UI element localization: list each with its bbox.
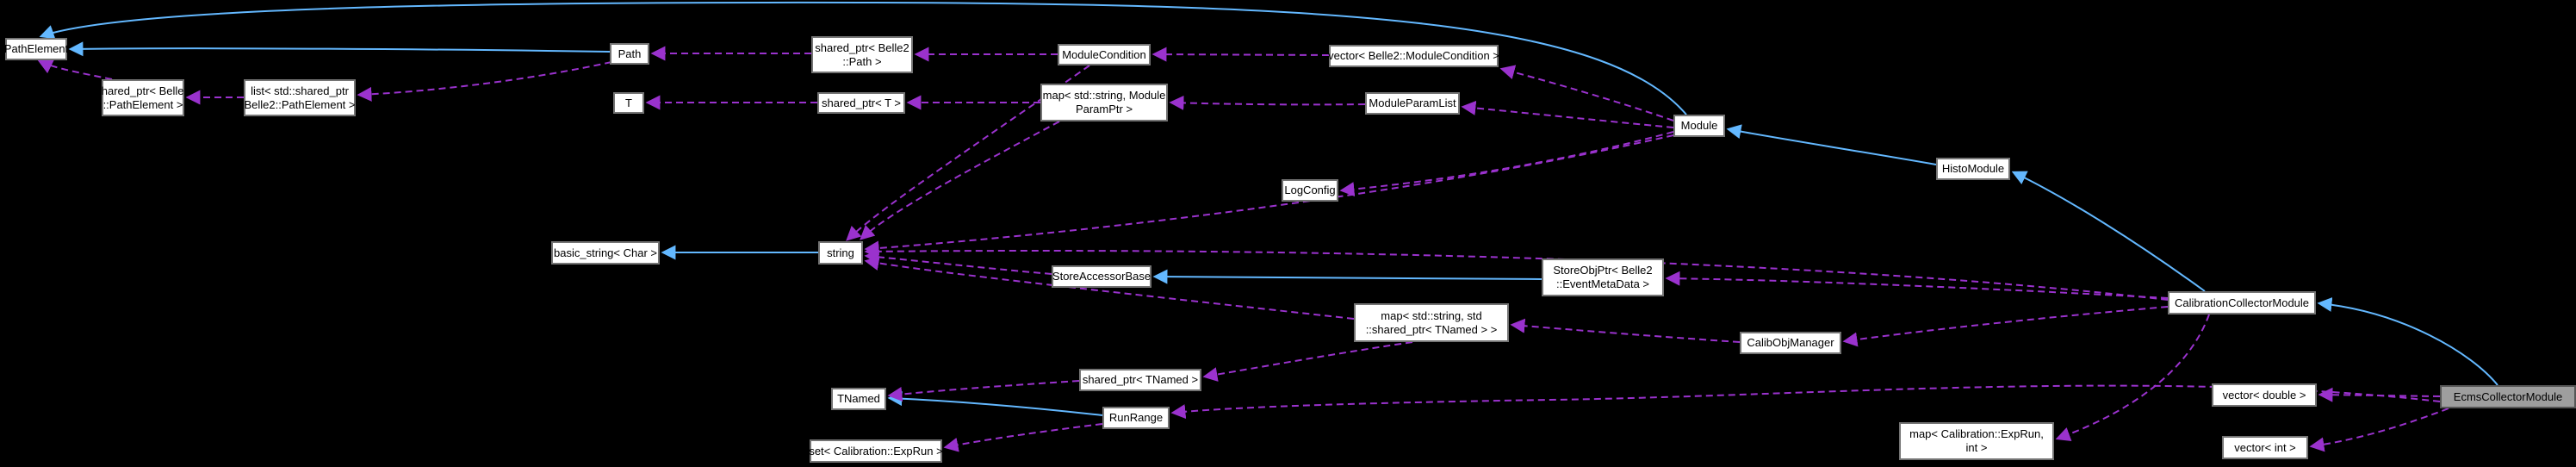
class-node-label: shared_ptr< TNamed > (1082, 373, 1199, 387)
class-node-string[interactable]: string (818, 241, 863, 265)
class-node-label: ::EventMetaData > (1555, 277, 1650, 290)
class-node-label: TNamed (837, 392, 880, 406)
class-node-store-obj-ptr[interactable]: StoreObjPtr< Belle2::EventMetaData > (1542, 258, 1664, 296)
class-node-label: list< std::shared_ptr (251, 84, 349, 97)
class-node-label: HistoModule (1941, 162, 2005, 176)
class-node-module-param-list[interactable]: ModuleParamList (1365, 92, 1460, 115)
class-node-label: Module (1680, 119, 1718, 133)
edge-ecms-collector-module-to-run-range (1170, 384, 2441, 420)
class-node-label: EcmsCollectorModule (2453, 389, 2563, 403)
class-node-label: ::shared_ptr< TNamed > > (1365, 322, 1498, 336)
class-node-path-element[interactable]: PathElement (3, 38, 69, 60)
edge-path-to-list-shared-ptr (357, 61, 612, 102)
class-node-path[interactable]: Path (610, 43, 649, 65)
edge-store-accessor-base-to-string (864, 249, 1052, 275)
class-node-label: set< Calibration::ExpRun > (809, 444, 943, 458)
edge-calibration-collector-module-to-histo-module (2011, 171, 2206, 292)
edge-group (37, 1, 2498, 452)
class-node-label: map< Calibration::ExpRun, (1909, 427, 2044, 441)
class-node-label: map< std::string, std (1381, 308, 1482, 322)
class-node-calib-obj-manager[interactable]: CalibObjManager (1740, 332, 1841, 354)
class-node-label: CalibObjManager (1747, 336, 1834, 350)
edge-path-to-path-element (68, 41, 611, 57)
class-node-label: CalibrationCollectorModule (2174, 296, 2310, 309)
class-node-vector-module-condition[interactable]: vector< Belle2::ModuleCondition > (1328, 45, 1499, 67)
class-node-label: RunRange (1108, 411, 1164, 425)
class-node-label: < Belle2::PathElement > > (234, 97, 365, 111)
edge-module-param-list-to-map-module-param-ptr (1169, 95, 1366, 110)
class-node-basic-string[interactable]: basic_string< Char > (551, 241, 660, 265)
class-node-module[interactable]: Module (1673, 115, 1725, 137)
class-node-label: LogConfig (1284, 184, 1336, 197)
edge-ecms-collector-module-to-vector-double (2318, 387, 2441, 402)
class-node-list-shared-ptr[interactable]: list< std::shared_ptr< Belle2::PathEleme… (234, 79, 365, 116)
edge-module-to-string (864, 134, 1674, 256)
class-node-label: ::Path > (842, 54, 882, 68)
class-node-ecms-collector-module: EcmsCollectorModule (2440, 385, 2576, 408)
edge-histo-module-to-module (1726, 124, 1937, 165)
class-node-vector-int[interactable]: vector< int > (2222, 436, 2308, 459)
edge-store-obj-ptr-to-store-accessor-base (1152, 269, 1542, 284)
class-node-run-range[interactable]: RunRange (1102, 407, 1170, 429)
class-node-label: T (625, 96, 632, 109)
class-node-label: StoreAccessorBase (1052, 270, 1151, 283)
class-node-tnamed[interactable]: TNamed (831, 388, 886, 410)
edge-map-shared-ptr-tnamed-to-shared-ptr-tnamed (1202, 341, 1413, 382)
class-node-t[interactable]: T (613, 92, 644, 114)
class-node-label: vector< Belle2::ModuleCondition > (1328, 49, 1499, 63)
class-node-label: ParamPtr > (1075, 103, 1133, 115)
edge-map-module-param-ptr-to-string (860, 121, 1060, 240)
class-node-label: basic_string< Char > (554, 246, 657, 259)
edge-module-to-path-element (39, 1, 1687, 115)
class-node-shared-ptr-path-element[interactable]: shared_ptr< Belle2::PathElement > (96, 79, 190, 116)
edge-map-shared-ptr-tnamed-to-string (864, 256, 1355, 320)
class-node-label: vector< double > (2222, 388, 2306, 402)
class-node-module-condition[interactable]: ModuleCondition (1058, 44, 1151, 65)
class-node-vector-double[interactable]: vector< double > (2212, 383, 2317, 407)
class-node-shared-ptr-tnamed[interactable]: shared_ptr< TNamed > (1079, 369, 1201, 391)
class-node-label: ::PathElement > (102, 97, 183, 111)
class-node-label: int > (1965, 441, 1988, 454)
class-node-label: vector< int > (2234, 440, 2296, 454)
class-node-log-config[interactable]: LogConfig (1282, 179, 1338, 202)
edge-module-to-log-config (1339, 131, 1674, 197)
edge-ecms-collector-module-to-calibration-collector-module (2317, 297, 2498, 386)
edge-calib-obj-manager-to-map-shared-ptr-tnamed (1510, 318, 1741, 343)
edge-shared-ptr-path-element-to-path-element (37, 59, 113, 80)
class-node-label: PathElement (3, 42, 69, 56)
class-node-set-exp-run[interactable]: set< Calibration::ExpRun > (809, 439, 943, 463)
class-node-label: shared_ptr< T > (821, 96, 902, 109)
class-node-label: Path (618, 47, 642, 60)
edge-calibration-collector-module-to-calib-obj-manager (1842, 306, 2169, 347)
edge-calibration-collector-module-to-map-exp-run-int (2055, 314, 2210, 442)
class-node-histo-module[interactable]: HistoModule (1936, 158, 2010, 180)
class-node-label: ModuleParamList (1369, 97, 1456, 110)
class-node-label: string (827, 246, 854, 259)
class-node-map-shared-ptr-tnamed[interactable]: map< std::string, std::shared_ptr< TName… (1354, 303, 1509, 342)
class-node-label: ModuleCondition (1062, 47, 1146, 61)
edge-run-range-to-tnamed (887, 391, 1103, 416)
class-node-label: shared_ptr< Belle2 (96, 84, 190, 97)
class-node-shared-ptr-path[interactable]: shared_ptr< Belle2::Path > (811, 36, 913, 73)
class-node-label: shared_ptr< Belle2 (815, 40, 909, 54)
class-node-shared-ptr-t[interactable]: shared_ptr< T > (817, 92, 905, 114)
class-node-calibration-collector-module[interactable]: CalibrationCollectorModule (2168, 291, 2316, 314)
edge-module-to-vector-module-condition (1499, 65, 1674, 121)
class-node-map-exp-run-int[interactable]: map< Calibration::ExpRun,int > (1899, 422, 2054, 460)
edge-calibration-collector-module-to-store-obj-ptr (1665, 271, 2169, 299)
edge-module-to-module-param-list (1461, 100, 1674, 128)
edge-vector-module-condition-to-module-condition (1151, 47, 1330, 62)
edge-run-range-to-set-exp-run (943, 423, 1103, 452)
class-node-label: StoreObjPtr< Belle2 (1553, 264, 1653, 277)
edge-module-condition-to-string (846, 65, 1090, 241)
edge-ecms-collector-module-to-vector-int (2309, 408, 2449, 452)
class-node-store-accessor-base[interactable]: StoreAccessorBase (1052, 265, 1151, 288)
class-node-label: map< std::string, Module (1042, 89, 1166, 103)
edge-shared-ptr-tnamed-to-tnamed (887, 380, 1080, 402)
